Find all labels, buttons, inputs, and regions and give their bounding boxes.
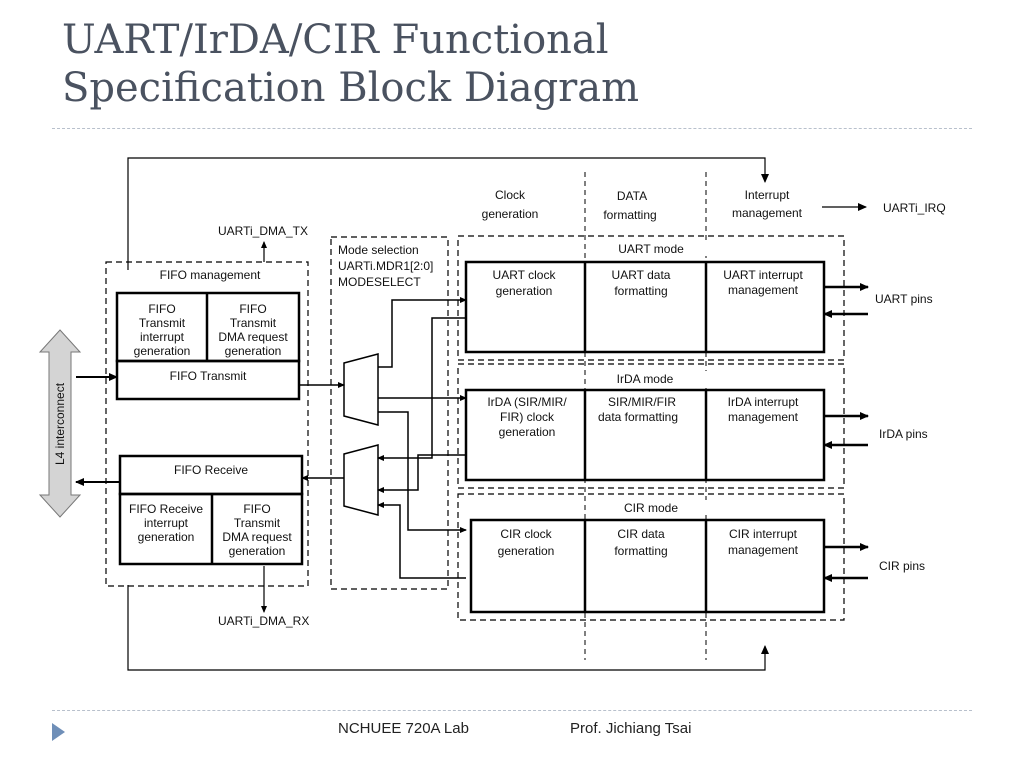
cir-mode-label: CIR mode	[624, 501, 678, 515]
irda-mode-group: IrDA mode IrDA (SIR/MIR/ FIR) clock gene…	[457, 363, 928, 489]
mode-selection-line-1: Mode selection	[338, 243, 419, 257]
fifo-tx-dma-line-3: DMA request	[218, 330, 288, 344]
modes-to-receive-mux-lines	[377, 317, 466, 579]
mode-multiplexers	[343, 353, 379, 516]
cir-pins-label: CIR pins	[879, 559, 925, 573]
slide-title-line-1: UART/IrDA/CIR Functional	[62, 17, 609, 63]
uart-mode-label: UART mode	[618, 242, 684, 256]
receive-mux	[343, 444, 379, 516]
cir-clock-line-1: CIR clock	[500, 527, 552, 541]
dma-rx-label: UARTi_DMA_RX	[218, 614, 309, 628]
fifo-tx-dma-line-4: generation	[225, 344, 282, 358]
transmit-mux-to-modes-lines	[378, 297, 467, 533]
cir-mode-group: CIR mode CIR clock generation CIR data f…	[457, 493, 925, 621]
fifo-tx-interrupt-line-3: interrupt	[140, 330, 185, 344]
fifo-rx-dma-line-3: DMA request	[222, 530, 292, 544]
irda-clock-line-3: generation	[499, 425, 556, 439]
footer-separator	[52, 710, 972, 711]
irda-pins-label: IrDA pins	[879, 427, 928, 441]
fifo-rx-dma-line-2: Transmit	[234, 516, 281, 530]
play-icon[interactable]	[52, 723, 65, 741]
title-separator	[52, 128, 972, 129]
mode-selection-box	[330, 236, 449, 590]
slide-title: UART/IrDA/CIR Functional Specification B…	[62, 16, 962, 112]
fifo-tx-interrupt-line-1: FIFO	[148, 302, 175, 316]
dma-tx-label: UARTi_DMA_TX	[218, 224, 308, 238]
fifo-tx-interrupt-line-2: Transmit	[139, 316, 186, 330]
data-header-line-2: formatting	[603, 208, 656, 222]
fifo-tx-dma-line-2: Transmit	[230, 316, 277, 330]
uart-data-line-2: formatting	[614, 284, 667, 298]
fifo-rx-interrupt-line-2: interrupt	[144, 516, 189, 530]
cir-data-line-1: CIR data	[617, 527, 665, 541]
irda-clock-line-2: FIR) clock	[500, 410, 555, 424]
footer-lab: NCHUEE 720A Lab	[338, 720, 469, 737]
fifo-tx-interrupt-line-4: generation	[134, 344, 191, 358]
irda-interrupt-line-2: management	[728, 410, 799, 424]
uart-interrupt-line-1: UART interrupt	[723, 268, 803, 282]
interrupt-feedback-lines	[127, 157, 769, 671]
fifo-transmit-group	[115, 291, 301, 401]
uart-pins-label: UART pins	[875, 292, 933, 306]
irq-label: UARTi_IRQ	[883, 201, 946, 215]
footer-professor: Prof. Jichiang Tsai	[570, 720, 692, 737]
mode-selection-line-2: UARTi.MDR1[2:0]	[338, 259, 433, 273]
top-headers: Clock generation DATA formatting Interru…	[482, 188, 946, 222]
uart-interrupt-line-2: management	[728, 283, 799, 297]
fifo-management-label: FIFO management	[160, 268, 261, 282]
irda-data-line-1: SIR/MIR/FIR	[608, 395, 676, 409]
interrupt-header-line-1: Interrupt	[745, 188, 790, 202]
fifo-rx-dma-line-4: generation	[229, 544, 286, 558]
mode-selection-line-3: MODESELECT	[338, 275, 421, 289]
interrupt-header-line-2: management	[732, 206, 803, 220]
uart-mode-group: UART mode UART clock generation UART dat…	[457, 235, 933, 361]
irda-mode-label: IrDA mode	[617, 372, 674, 386]
uart-data-line-1: UART data	[612, 268, 671, 282]
irda-data-line-2: data formatting	[598, 410, 678, 424]
cir-data-line-2: formatting	[614, 544, 667, 558]
data-header-line-1: DATA	[617, 189, 647, 203]
cir-clock-line-2: generation	[498, 544, 555, 558]
uart-clock-line-1: UART clock	[493, 268, 557, 282]
l4-interconnect: L4 interconnect	[38, 329, 82, 518]
fifo-rx-interrupt-line-1: FIFO Receive	[129, 502, 203, 516]
slide-title-line-2: Specification Block Diagram	[62, 65, 640, 111]
fifo-receive-label: FIFO Receive	[174, 463, 248, 477]
uart-clock-line-2: generation	[496, 284, 553, 298]
fifo-rx-dma-line-1: FIFO	[243, 502, 270, 516]
irda-interrupt-line-1: IrDA interrupt	[728, 395, 799, 409]
fifo-transmit-label: FIFO Transmit	[170, 369, 247, 383]
cir-interrupt-line-1: CIR interrupt	[729, 527, 798, 541]
fifo-management-box	[105, 261, 309, 587]
fifo-rx-interrupt-line-3: generation	[138, 530, 195, 544]
clock-header-line-1: Clock	[495, 188, 526, 202]
fifo-tx-dma-line-1: FIFO	[239, 302, 266, 316]
transmit-mux	[343, 353, 379, 426]
cir-interrupt-line-2: management	[728, 543, 799, 557]
l4-label: L4 interconnect	[53, 382, 67, 465]
irda-clock-line-1: IrDA (SIR/MIR/	[487, 395, 567, 409]
clock-header-line-2: generation	[482, 207, 539, 221]
